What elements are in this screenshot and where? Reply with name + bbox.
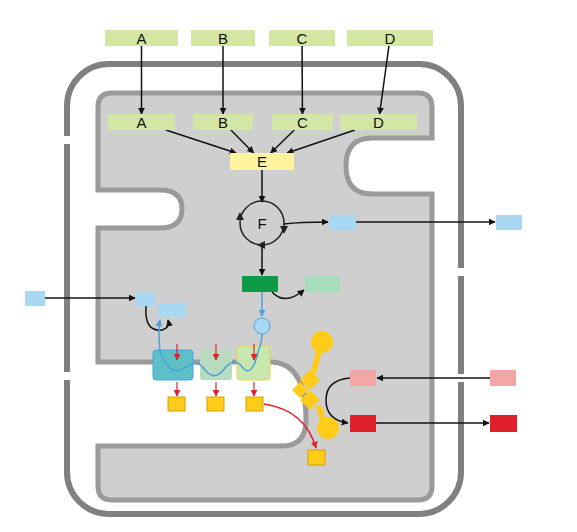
node-label: B (218, 31, 228, 46)
molecule-box: D (340, 114, 417, 130)
atp-box (350, 415, 376, 432)
flow-arrow (356, 221, 495, 223)
flow-connector (222, 46, 224, 114)
flow-arrow (272, 290, 304, 299)
molecule-box: D (347, 30, 433, 46)
flow-connector (287, 130, 355, 153)
adp-box (490, 370, 516, 386)
proton-arrow (253, 344, 254, 360)
cycle-arrowhead (236, 212, 244, 220)
atp-box (490, 415, 517, 432)
flow-connector (271, 130, 295, 153)
carrier-box (242, 276, 278, 292)
electron-path (159, 320, 160, 352)
flow-connector (301, 46, 303, 114)
flow-connector (166, 130, 236, 153)
product-box (329, 215, 356, 230)
chain-complex (153, 350, 193, 380)
electron-arrow (261, 292, 263, 316)
outer-membrane (67, 64, 461, 514)
proton-square (308, 450, 325, 465)
cycle-node: F (241, 202, 283, 244)
node-label: A (136, 31, 146, 46)
flow-connector (141, 46, 143, 114)
acceptor-box (136, 292, 155, 306)
cycle-ring (240, 201, 284, 245)
node-label: B (218, 115, 228, 130)
proton-flow (264, 404, 316, 448)
carrier-box (305, 276, 340, 292)
flow-arrow (376, 422, 489, 424)
synthase-rotor (292, 382, 308, 398)
synthase-stalk (316, 406, 326, 420)
flow-connector (261, 170, 263, 202)
flow-arrow (377, 377, 490, 379)
flow-arrow (326, 378, 350, 423)
synthase-head (317, 417, 339, 439)
proton-arrow (176, 344, 177, 360)
acceptor-box (25, 291, 45, 306)
cycle-arrowhead (280, 226, 288, 234)
flow-arrow (261, 246, 263, 275)
molecule-box: B (193, 114, 253, 130)
electron-path (160, 334, 262, 376)
inner-compartment (98, 93, 432, 500)
electron-circle (254, 318, 270, 334)
membrane-gap (60, 372, 74, 380)
node-label: A (136, 115, 146, 130)
membrane-gap (454, 268, 468, 276)
proton-arrow (215, 344, 216, 360)
membrane-gap (60, 136, 74, 144)
flow-arrow (45, 297, 135, 299)
synthase-head (311, 331, 333, 353)
proton-arrow (215, 382, 216, 396)
node-label: F (257, 216, 266, 231)
molecule-box: A (108, 114, 175, 130)
node-label: C (297, 31, 308, 46)
flow-connector (231, 130, 254, 153)
acceptor-box (158, 303, 186, 317)
molecule-box: C (272, 114, 333, 130)
proton-square (207, 397, 224, 411)
synthase-stalk (310, 352, 322, 374)
node-label: E (257, 154, 267, 169)
flow-connector (380, 46, 389, 114)
molecule-box: A (105, 30, 178, 46)
node-label: D (385, 31, 396, 46)
product-box (496, 215, 522, 230)
flow-arrow (284, 222, 328, 224)
cycle-arrowhead (257, 241, 265, 249)
proton-square (246, 397, 263, 411)
adp-box (350, 370, 376, 386)
molecule-box: B (191, 30, 255, 46)
proton-arrow (176, 382, 177, 396)
proton-square (168, 397, 185, 411)
molecule-box: C (269, 30, 335, 46)
node-label: D (373, 115, 384, 130)
node-label: C (297, 115, 308, 130)
flow-arrow (146, 306, 169, 330)
proton-arrow (253, 382, 254, 396)
molecule-box: E (230, 153, 294, 170)
